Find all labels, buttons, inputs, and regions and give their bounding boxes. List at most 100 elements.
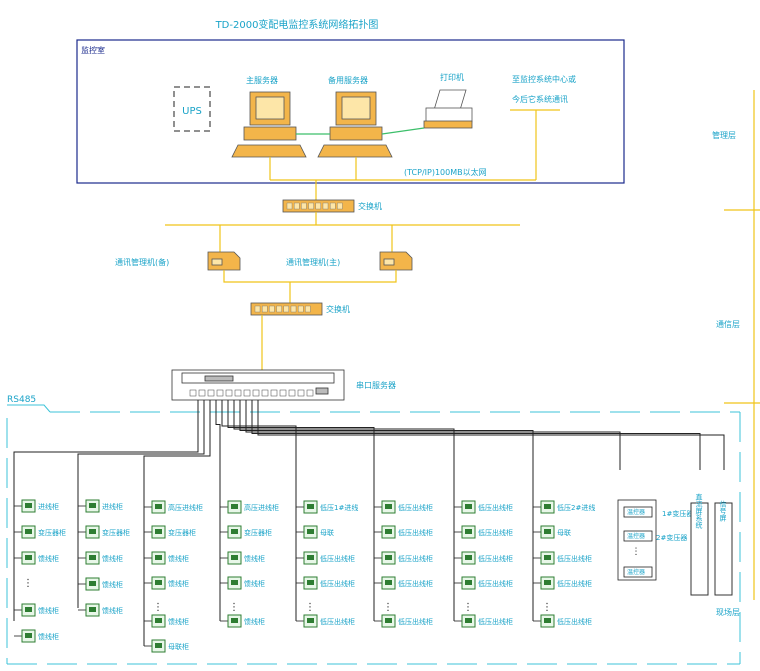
serial-port: [261, 389, 269, 397]
meter-icon: [381, 614, 396, 628]
switch-port: [305, 305, 311, 313]
device-label: 低压出线柜: [478, 554, 513, 563]
device-label: 高压进线柜: [168, 503, 203, 512]
meter-icon: [381, 525, 396, 539]
device-label: 馈线柜: [244, 579, 265, 588]
switch-port: [322, 202, 329, 210]
rs485-cable: [221, 400, 297, 470]
temp-controller-icon: [623, 506, 653, 518]
rs485-cable: [239, 400, 534, 470]
device-label: 变压器柜: [102, 528, 130, 537]
device-label: 变压器柜: [168, 528, 196, 537]
device-label: 母联: [320, 528, 334, 537]
serial-port: [252, 389, 260, 397]
device-label: 低压出线柜: [398, 617, 433, 626]
rs485-marker: [7, 404, 51, 413]
device-label: 馈线柜: [168, 579, 189, 588]
device-label: 低压出线柜: [478, 503, 513, 512]
transformer-2-label: 2#变压器: [656, 533, 687, 542]
serial-port: [234, 389, 242, 397]
serial-server-label: 串口服务器: [356, 380, 396, 390]
ellipsis-marker: ⋮: [23, 578, 33, 589]
meter-icon: [303, 500, 318, 514]
meter-icon: [461, 614, 476, 628]
device-label: 低压出线柜: [320, 579, 355, 588]
transformer-1-label: 1#变压器: [662, 509, 693, 518]
serial-port: [243, 389, 251, 397]
rs485-cable: [233, 400, 455, 470]
serial-port: [207, 389, 215, 397]
serial-port: [279, 389, 287, 397]
switch-port: [294, 202, 300, 210]
diagram-title: TD-2000变配电监控系统网络拓扑图: [215, 18, 379, 31]
meter-icon: [540, 576, 555, 590]
field-dashed-frame: [6, 411, 741, 665]
switch2-label: 交换机: [326, 304, 350, 314]
comm-manager-backup-icon: [207, 251, 241, 271]
device-label: 低压出线柜: [320, 554, 355, 563]
switch-port: [298, 305, 304, 313]
switch1-label: 交换机: [358, 201, 382, 211]
meter-icon: [227, 576, 242, 590]
ellipsis-marker: ⋮: [153, 602, 163, 613]
ellipsis-marker: ⋮: [305, 602, 315, 613]
device-label: 馈线柜: [168, 554, 189, 563]
meter-icon: [85, 603, 100, 617]
device-label: 低压出线柜: [398, 579, 433, 588]
ellipsis-marker: ⋮: [229, 602, 239, 613]
switch-port: [301, 202, 307, 210]
rs485-cable: [257, 400, 725, 470]
field-wiring: [13, 400, 725, 647]
meter-icon: [461, 551, 476, 565]
ellipsis-marker: ⋮: [383, 602, 393, 613]
signal-panel: 信号屏: [714, 500, 733, 596]
signal-panel-label: 信号屏: [719, 500, 727, 523]
switch-port: [254, 305, 261, 313]
device-label: 低压出线柜: [478, 579, 513, 588]
meter-icon: [151, 639, 166, 653]
rs485-cable: [251, 400, 701, 470]
device-label: 馈线柜: [102, 554, 123, 563]
device-label: 进线柜: [38, 502, 59, 511]
meter-icon: [151, 576, 166, 590]
device-label: 母联: [557, 528, 571, 537]
device-label: 馈线柜: [244, 617, 265, 626]
device-label: 低压出线柜: [320, 617, 355, 626]
meter-icon: [303, 576, 318, 590]
backup-server-icon: [317, 91, 393, 158]
device-label: 馈线柜: [38, 554, 59, 563]
primary-server-icon: [231, 91, 307, 158]
switch-port: [330, 202, 336, 210]
rs485-label: RS485: [7, 395, 36, 405]
primary-server-label: 主服务器: [246, 75, 278, 85]
layer-communication: 通信层: [716, 319, 740, 329]
meter-icon: [21, 551, 36, 565]
device-label: 母联柜: [168, 642, 189, 651]
meter-icon: [151, 551, 166, 565]
device-label: 低压1#进线: [320, 503, 358, 512]
printer-label: 打印机: [440, 72, 464, 82]
meter-icon: [227, 614, 242, 628]
meter-icon: [227, 500, 242, 514]
transformer-bracket: [617, 499, 657, 581]
switch-port: [276, 305, 282, 313]
temp-controller-label: 温控器: [627, 532, 645, 540]
control-room-label: 监控室: [81, 45, 105, 55]
switch1-icon: [282, 199, 355, 213]
switch-port: [269, 305, 275, 313]
meter-icon: [85, 525, 100, 539]
printer-icon: [423, 89, 473, 129]
rs485-cable: [77, 400, 205, 460]
meter-icon: [21, 603, 36, 617]
device-label: 进线柜: [102, 502, 123, 511]
remote-note-line1: 至监控系统中心或: [512, 74, 576, 84]
meter-icon: [21, 525, 36, 539]
field-columns: 进线柜变压器柜馈线柜⋮馈线柜馈线柜进线柜变压器柜馈线柜馈线柜馈线柜高压进线柜变压…: [21, 499, 595, 653]
meter-icon: [381, 551, 396, 565]
meter-icon: [21, 499, 36, 513]
rs485-cable: [245, 400, 621, 470]
meter-icon: [227, 525, 242, 539]
switch-port: [283, 305, 289, 313]
temp-controller-label: 温控器: [627, 508, 645, 516]
